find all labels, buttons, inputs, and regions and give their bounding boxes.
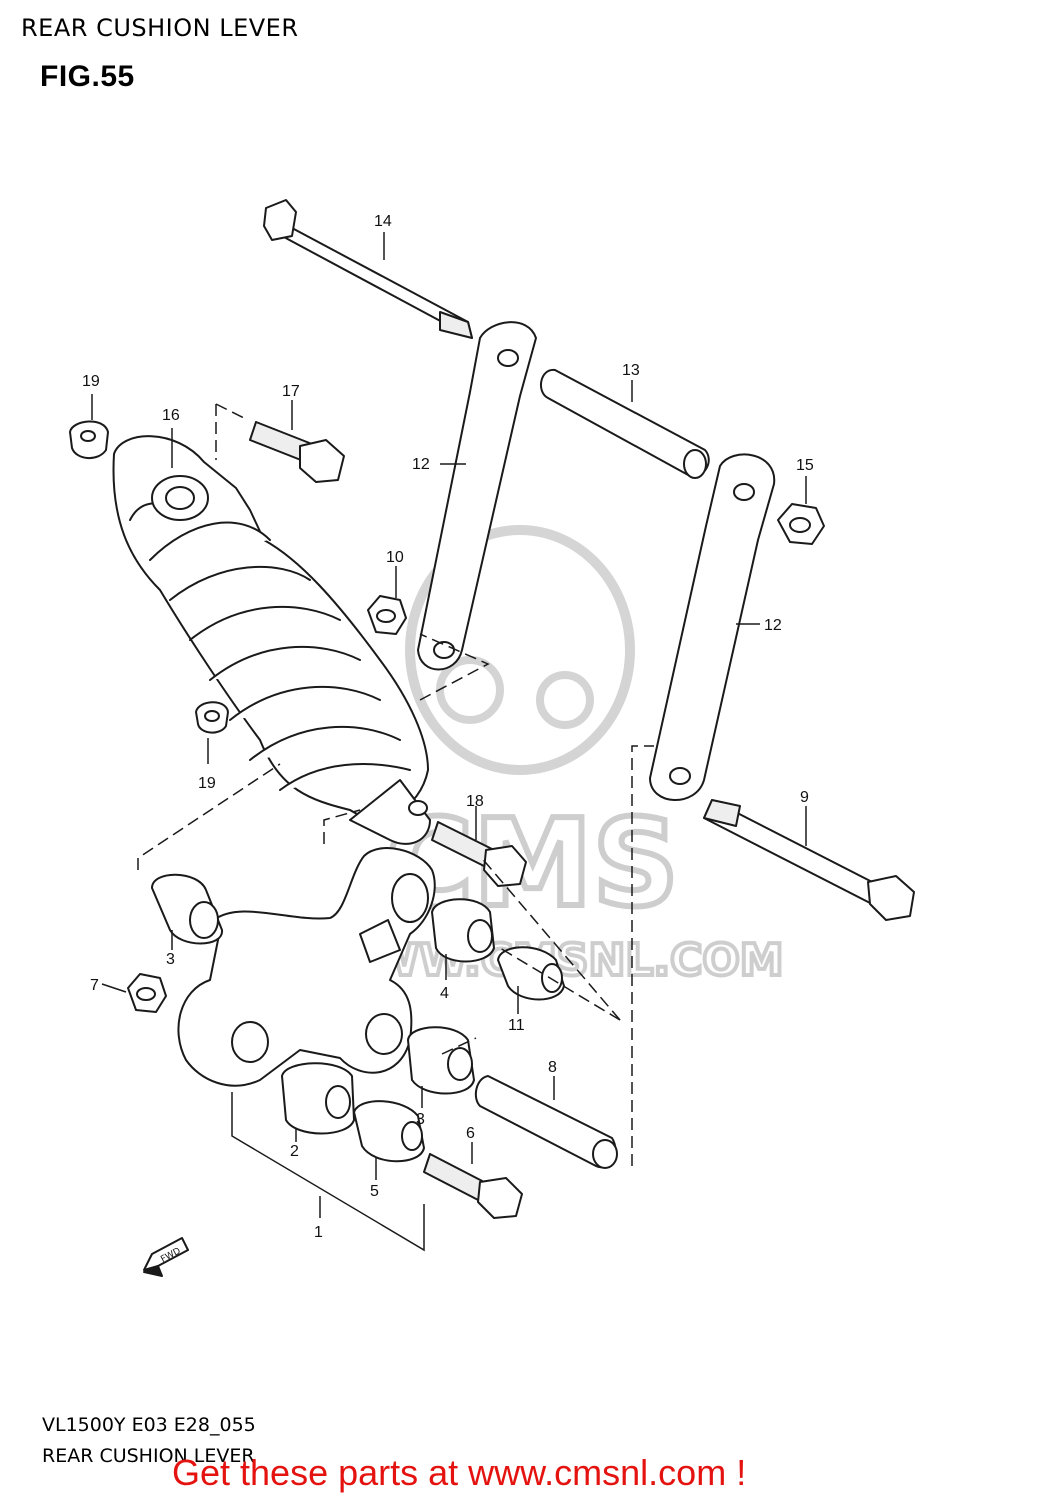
part-15-nut [777,503,825,545]
callout-12-right: 12 [764,617,782,634]
leader-lines [91,232,807,1252]
part-3-bushing-right [407,1026,475,1095]
callout-19-top: 19 [82,373,100,390]
part-3-bushing-left [151,873,224,945]
callout-17: 17 [282,383,300,400]
callout-8: 8 [548,1059,557,1076]
callout-7: 7 [90,977,99,994]
part-14-bolt [263,199,473,339]
promo-link[interactable]: Get these parts at www.cmsnl.com ! [172,1452,747,1493]
part-9-bolt [703,799,915,921]
callout-11: 11 [508,1017,525,1034]
callout-3-left: 3 [166,951,175,968]
callout-15: 15 [796,457,814,474]
callout-9: 9 [800,789,809,806]
callout-19-lower: 19 [198,775,216,792]
callout-10: 10 [386,549,404,566]
part-17-bolt [249,421,345,483]
part-2-bushing [281,1062,355,1135]
callout-14: 14 [374,213,392,230]
callout-18: 18 [466,793,484,810]
callout-1: 1 [314,1224,323,1241]
part-19-washer-top [69,420,109,459]
part-8-spacer [474,1075,618,1169]
callout-16: 16 [162,407,180,424]
part-12-link-right [649,453,776,801]
callout-2: 2 [290,1143,299,1160]
callout-3-right: 3 [416,1111,425,1128]
part-18-bolt [431,821,527,887]
part-1-cushion-lever [177,847,436,1087]
callout-12-left: 12 [412,456,430,473]
figure-number: FIG.55 [40,60,135,93]
part-10-nut [367,595,407,635]
callout-4: 4 [440,985,449,1002]
diagram-name: REAR CUSHION LEVER [42,1445,255,1467]
part-13-spacer [539,368,710,479]
part-4-bushing [431,898,495,963]
part-6-bolt [423,1153,523,1219]
page-title: REAR CUSHION LEVER [21,14,299,42]
callout-6: 6 [466,1125,475,1142]
callout-labels: 1 2 3 3 4 5 6 7 8 9 10 11 12 12 13 14 15… [82,213,814,1241]
fwd-arrow-icon: FWD [143,1237,189,1277]
diagram-code: VL1500Y E03 E28_055 [42,1414,256,1436]
part-19-washer-lower [195,701,229,734]
callout-13: 13 [622,362,640,379]
part-16-shock-absorber [112,435,431,845]
part-11-spacer [497,946,565,1001]
part-5-spacer [353,1100,425,1163]
part-7-nut [127,973,167,1013]
callout-5: 5 [370,1183,379,1200]
part-12-link-left [417,321,537,671]
